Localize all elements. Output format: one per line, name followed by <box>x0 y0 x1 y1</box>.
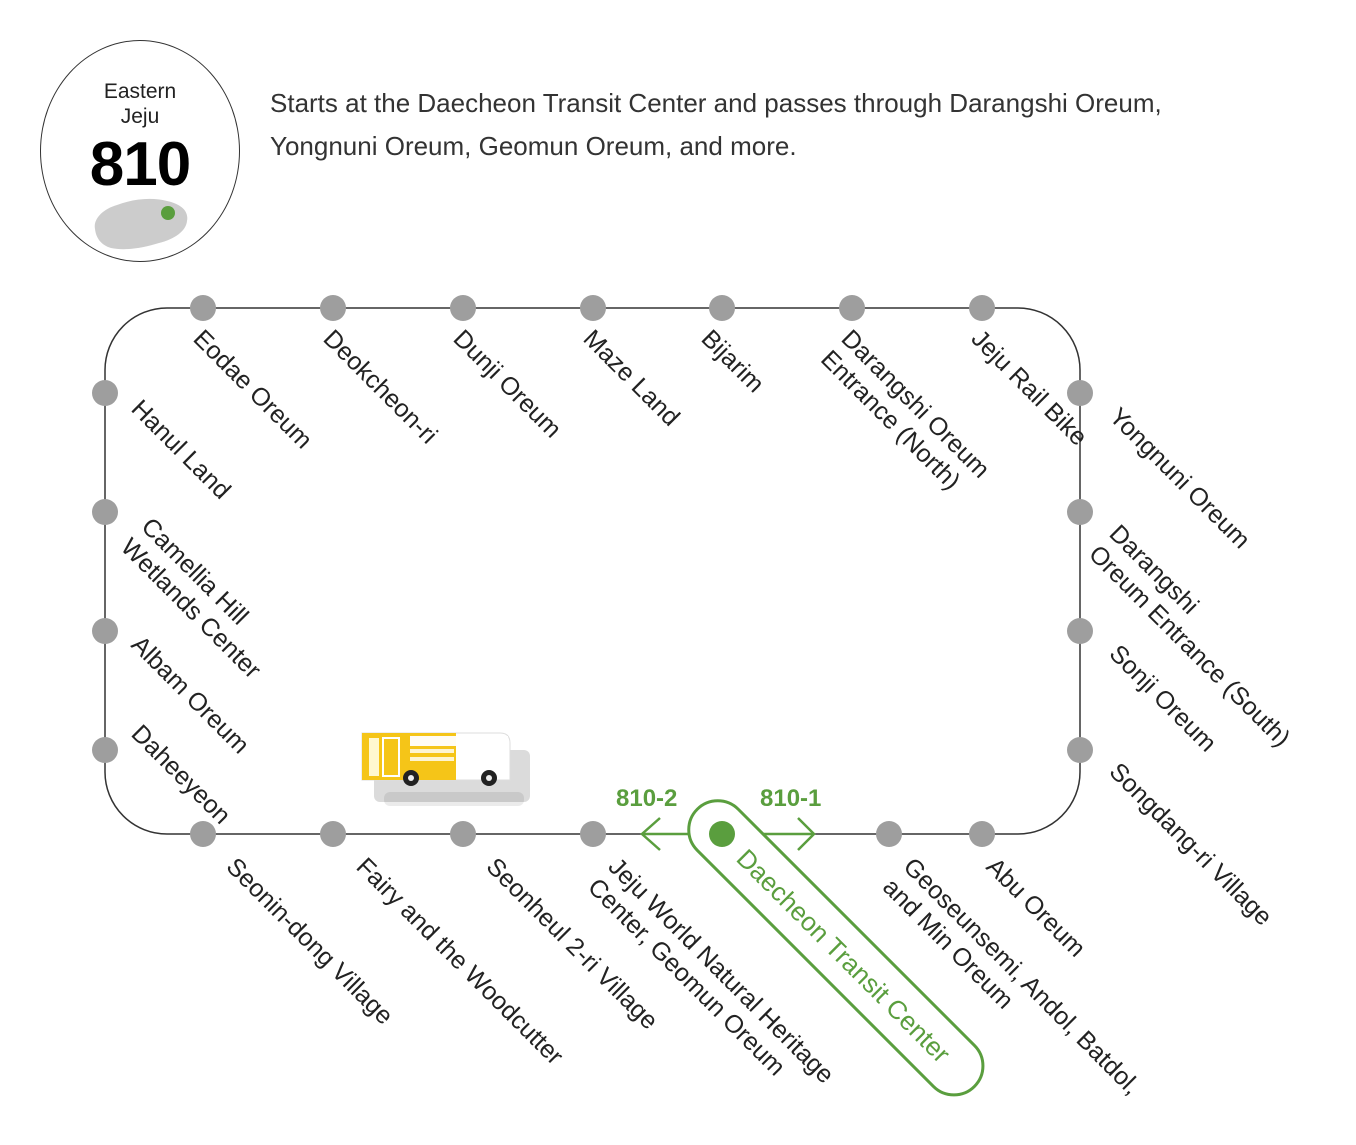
arrow-left-icon <box>640 817 661 851</box>
stop-dot-abu <box>969 821 995 847</box>
stop-dot-seonheul <box>450 821 476 847</box>
terminal-marker <box>687 799 985 1097</box>
stop-label-dunji: Dunji Oreum <box>448 324 567 443</box>
stop-dot-dunji <box>450 295 476 321</box>
location-dot-icon <box>161 206 175 220</box>
stop-dot-songdang <box>1067 737 1093 763</box>
stop-dot-bijarim <box>709 295 735 321</box>
stop-label-songdang: Songdang-ri Village <box>1104 757 1278 931</box>
stop-label-bijarim: Bijarim <box>696 324 770 398</box>
stop-label-eodae: Eodae Oreum <box>188 324 318 454</box>
route-description: Starts at the Daecheon Transit Center an… <box>270 82 1270 168</box>
stop-dot-deokcheon <box>320 295 346 321</box>
stop-label-maze: Maze Land <box>578 324 685 431</box>
stop-label-deokcheon: Deokcheon-ri <box>318 324 443 449</box>
description-line2: Yongnuni Oreum, Geomun Oreum, and more. <box>270 131 797 161</box>
badge-route-number: 810 <box>89 130 191 199</box>
stop-dot-rail-bike <box>969 295 995 321</box>
bus-icon <box>361 732 530 806</box>
badge-region-line2: Jeju <box>120 105 160 128</box>
stop-dot-camellia <box>92 499 118 525</box>
stop-dot-maze <box>580 295 606 321</box>
stop-dot-yongnuni <box>1067 380 1093 406</box>
route-badge: Eastern Jeju 810 <box>40 40 240 262</box>
jeju-island-map-icon <box>94 198 188 250</box>
stop-dot-albam <box>92 618 118 644</box>
route-label-810-1: 810-1 <box>760 785 821 812</box>
arrow-right-icon <box>797 817 816 851</box>
stop-dots <box>92 295 1093 847</box>
stop-dot-daheeyeon <box>92 737 118 763</box>
description-line1: Starts at the Daecheon Transit Center an… <box>270 88 1162 118</box>
stop-dot-sonji <box>1067 618 1093 644</box>
stop-dot-darangshi-south <box>1067 499 1093 525</box>
route-label-810-2: 810-2 <box>616 785 677 812</box>
stop-dot-fairy <box>320 821 346 847</box>
stop-dot-hanul <box>92 380 118 406</box>
stop-label-hanul: Hanul Land <box>126 394 236 504</box>
badge-region-line1: Eastern <box>103 80 177 103</box>
stop-label-fairy: Fairy and the Woodcutter <box>351 852 569 1070</box>
terminal-dot <box>709 821 735 847</box>
stop-dot-darangshi-north <box>839 295 865 321</box>
stop-dot-heritage <box>580 821 606 847</box>
stop-dot-geoseunsemi <box>876 821 902 847</box>
stop-dot-seonin <box>190 821 216 847</box>
stop-dot-eodae <box>190 295 216 321</box>
terminal-capsule <box>687 799 985 1097</box>
